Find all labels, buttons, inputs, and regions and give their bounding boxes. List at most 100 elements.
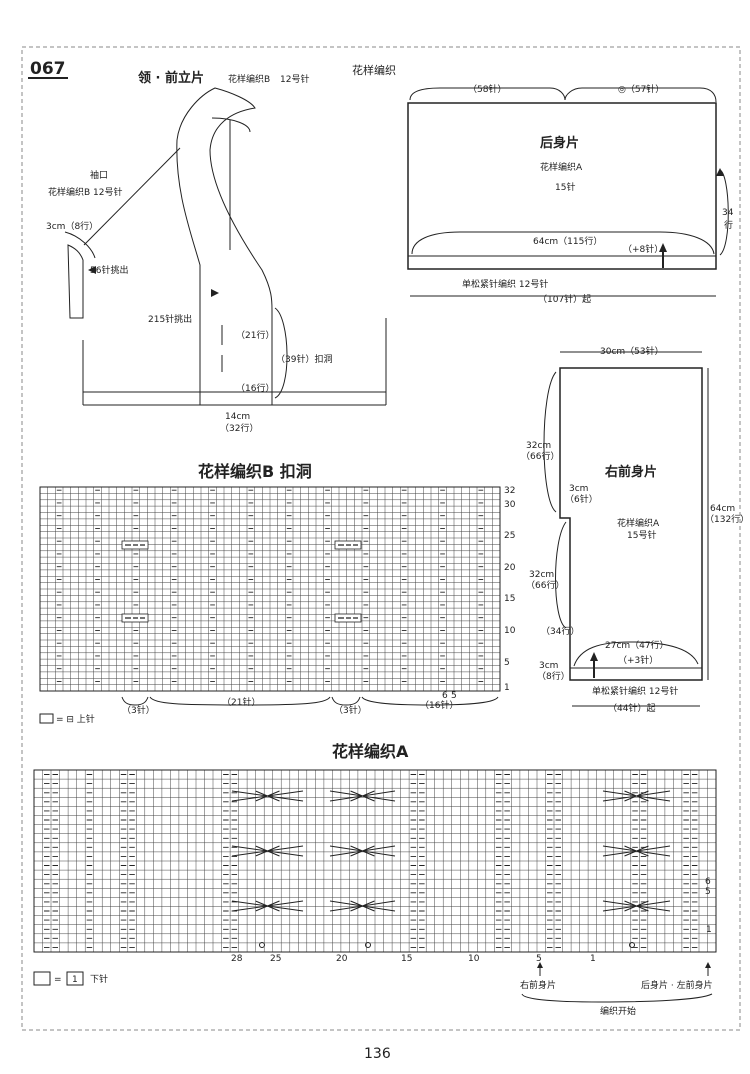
chart-b-row-1: 1 xyxy=(504,683,510,693)
back-width: 64cm（115行） xyxy=(533,235,602,247)
chart-b-span-1: （3针） xyxy=(122,704,155,716)
chart-a-legend-symbol-box xyxy=(66,971,84,986)
back-increase-arrow xyxy=(659,243,667,252)
front-bottom-rows: （8行） xyxy=(537,670,570,682)
cuff-pattern: 花样编织B 12号针 xyxy=(48,186,123,198)
front-left1-rows: （66行） xyxy=(521,450,559,462)
chart-a-cells-border xyxy=(33,769,717,953)
cable-cross-3 xyxy=(602,790,671,802)
chart-b-col-6: 6 xyxy=(442,691,448,701)
cable-cross-1 xyxy=(231,790,304,802)
back-side: 34 xyxy=(722,208,734,218)
band-pickup-arrow xyxy=(211,289,219,297)
front-notch: 3cm xyxy=(569,484,588,494)
cuff-pickup-arrow xyxy=(88,266,96,274)
chart-a-legend-symbol: 1 xyxy=(72,975,78,985)
front-left2-rows: （66行） xyxy=(526,579,564,591)
cuff-arc xyxy=(64,231,96,259)
front-cast-on: （44针）起 xyxy=(608,702,655,714)
chart-b-row-20: 20 xyxy=(504,563,516,573)
back-top-right: ◎（57针） xyxy=(618,83,664,95)
front-left1: 32cm xyxy=(526,441,551,451)
cuff-pickup: 56针挑出 xyxy=(90,264,128,276)
front-increase: （+3针） xyxy=(618,654,658,666)
cuff-label: 袖口 xyxy=(90,169,108,181)
chart-a-col-28: 28 xyxy=(231,954,243,964)
chart-a-marker-front-arrow xyxy=(537,962,543,968)
yarn-over-symbol-1 xyxy=(259,942,265,948)
pattern-number: 067 xyxy=(30,59,66,79)
front-rib-rect xyxy=(569,667,703,681)
front-height: 64cm xyxy=(710,504,735,514)
chart-a-col-25: 25 xyxy=(270,954,281,964)
back-cast-on: （107针）起 xyxy=(538,293,591,305)
chart-b-grid xyxy=(39,486,501,692)
front-hem: 27cm（47行） xyxy=(605,639,669,651)
chart-b-span-brackets xyxy=(121,696,499,706)
front-top: 30cm（53针） xyxy=(600,345,664,357)
back-top-left: （58针） xyxy=(468,83,506,95)
yarn-over-symbol-2 xyxy=(365,942,371,948)
front-left-arc-2 xyxy=(555,521,567,629)
cuff-shape xyxy=(67,244,84,319)
rows-21: （21行） xyxy=(236,329,274,341)
chart-a-marker-front: 右前身片 xyxy=(520,979,556,991)
collar-band-shape xyxy=(176,87,273,406)
back-width-arc xyxy=(411,231,715,255)
page-number: 136 xyxy=(364,1046,391,1062)
back-title: 后身片 xyxy=(540,135,579,151)
collar-diagram xyxy=(64,87,387,406)
cable-cross-5 xyxy=(329,845,396,857)
yarn-over-symbol-3 xyxy=(629,942,635,948)
cable-cross-2 xyxy=(329,790,396,802)
chart-a-marker-back-arrow xyxy=(705,962,711,968)
cable-cross-6 xyxy=(602,845,671,857)
chart-a-row-6: 6 xyxy=(705,877,711,887)
rows-39: （39针）扣洞 xyxy=(276,353,332,365)
back-stitches: 15针 xyxy=(555,181,575,193)
back-side-arc xyxy=(719,169,729,256)
cable-cross-4 xyxy=(231,845,304,857)
front-rib: 单松紧针编织 12号针 xyxy=(592,685,678,697)
chart-b-col-5: 5 xyxy=(451,691,457,701)
chart-a-marker-back: 后身片 · 左前身片 xyxy=(641,979,713,991)
collar-pattern: 花样编织B xyxy=(228,73,270,85)
back-side-arrow xyxy=(716,168,724,176)
chart-b-row-32: 32 xyxy=(504,486,515,496)
chart-b-title: 花样编织B 扣洞 xyxy=(198,462,312,481)
front-hem-arc xyxy=(573,641,699,667)
band-rows: （32行） xyxy=(220,422,258,434)
back-increase: （+8针） xyxy=(623,243,663,255)
collar-inner-curve xyxy=(211,117,251,133)
cable-cross-9 xyxy=(602,900,671,912)
chart-a-col-20: 20 xyxy=(336,954,348,964)
chart-a-row-1: 1 xyxy=(706,925,712,935)
collar-needle: 12号针 xyxy=(280,73,309,85)
chart-a-row-5: 5 xyxy=(705,887,711,897)
page-frame xyxy=(21,46,741,1031)
chart-a-col-5: 5 xyxy=(536,954,542,964)
chart-a-col-1: 1 xyxy=(590,954,596,964)
chart-a-grid xyxy=(33,769,717,953)
front-notch-rows: （6针） xyxy=(565,493,598,505)
chart-b-span-2: （21针） xyxy=(222,696,260,708)
chart-b-row-30: 30 xyxy=(504,500,516,510)
back-rib: 单松紧针编织 12号针 xyxy=(462,278,548,290)
chart-b-span-3: （3针） xyxy=(334,704,367,716)
chart-b-legend-box xyxy=(39,713,54,724)
chart-a-col-15: 15 xyxy=(401,954,412,964)
band-pickup: 215针挑出 xyxy=(148,313,192,325)
chart-b-cells-border xyxy=(39,486,501,692)
front-diagram xyxy=(543,351,709,707)
front-title: 右前身片 xyxy=(604,464,657,480)
chart-a-legend-text: 下针 xyxy=(90,973,108,985)
chart-b-row-5: 5 xyxy=(504,658,510,668)
chart-a-cells xyxy=(33,769,717,953)
back-top-dimension xyxy=(409,87,717,103)
chart-a-start: 编织开始 xyxy=(600,1005,636,1017)
back-pattern: 花样编织A xyxy=(540,161,583,173)
chart-a-purl-marks xyxy=(44,774,698,948)
chart-a-title: 花样编织A xyxy=(332,742,409,761)
back-side-rows: 行 xyxy=(724,219,733,231)
